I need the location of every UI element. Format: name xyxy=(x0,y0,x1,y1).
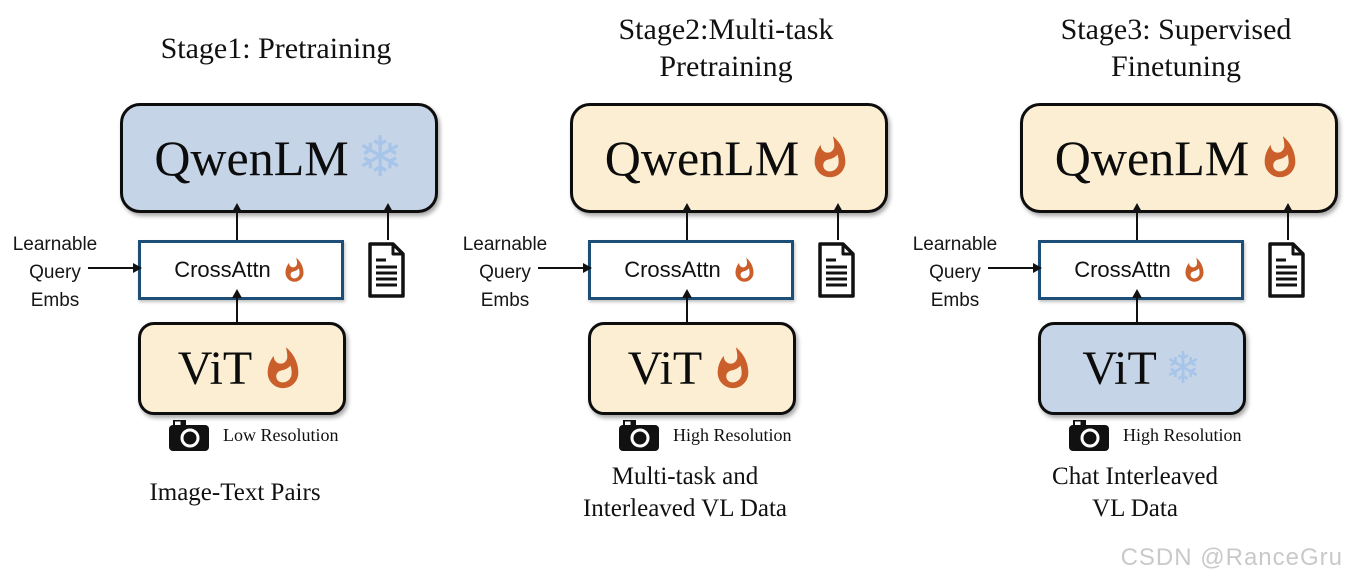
learnable-query-embs-label: Learnable Query Embs xyxy=(12,234,98,311)
vit-label: ViT xyxy=(177,342,253,395)
arrow-query-to-crossattn xyxy=(88,263,142,273)
qwenlm-label: QwenLM xyxy=(154,130,349,186)
vit-box: ViT ❄ xyxy=(588,322,796,415)
stage-title: Stage1: Pretraining xyxy=(96,4,456,92)
snowflake-icon: ❄ xyxy=(1164,342,1202,394)
vit-label: ViT xyxy=(1082,342,1157,395)
camera-icon xyxy=(169,419,209,451)
vit-box: ViT ❄ xyxy=(1038,322,1246,415)
resolution-label: High Resolution xyxy=(1123,424,1242,445)
qwenlm-box: QwenLM ❄ xyxy=(120,103,438,213)
vit-label: ViT xyxy=(627,342,703,395)
stage-title-line: Pretraining xyxy=(659,50,793,83)
stage-column-3: Stage3: Supervised Finetuning QwenLM ❄ C… xyxy=(900,0,1348,583)
arrow-query-to-crossattn xyxy=(538,263,592,273)
arrow-vit-to-crossattn xyxy=(232,289,242,322)
crossattn-box: CrossAttn xyxy=(588,240,794,300)
arrow-vit-to-crossattn xyxy=(1132,289,1142,322)
crossattn-label: CrossAttn xyxy=(1074,257,1171,282)
arrow-crossattn-to-qwenlm xyxy=(1132,203,1142,240)
arrow-text-to-qwenlm xyxy=(383,203,393,240)
camera-row: High Resolution xyxy=(618,416,792,454)
arrow-text-to-qwenlm xyxy=(1283,203,1293,240)
flame-icon xyxy=(1185,257,1204,282)
arrow-query-to-crossattn xyxy=(988,263,1042,273)
stage-title-line: Finetuning xyxy=(1110,50,1241,83)
learnable-query-embs-label: Learnable Query Embs xyxy=(912,234,998,311)
qwenlm-box: QwenLM ❄ xyxy=(1020,103,1338,213)
flame-icon xyxy=(735,257,754,282)
stage-title: Stage2:Multi-task Pretraining xyxy=(546,4,906,92)
flame-icon xyxy=(814,136,846,178)
arrow-crossattn-to-qwenlm xyxy=(232,203,242,240)
flame-icon xyxy=(267,346,299,388)
watermark: CSDN @RanceGru xyxy=(1120,544,1343,571)
camera-row: High Resolution xyxy=(1068,416,1242,454)
qwenlm-box: QwenLM ❄ xyxy=(570,103,888,213)
document-icon xyxy=(1268,242,1305,298)
stage-column-2: Stage2:Multi-task Pretraining QwenLM ❄ C… xyxy=(450,0,900,583)
document-icon xyxy=(368,242,405,298)
flame-icon xyxy=(1264,136,1296,178)
data-caption: Chat Interleaved VL Data xyxy=(1052,463,1218,522)
qwenlm-label: QwenLM xyxy=(1054,130,1250,186)
camera-row: Low Resolution xyxy=(168,416,339,454)
data-caption: Image-Text Pairs xyxy=(149,479,321,506)
flame-icon xyxy=(717,346,749,388)
crossattn-label: CrossAttn xyxy=(624,257,721,282)
document-icon xyxy=(818,242,855,298)
stage-title: Stage3: Supervised Finetuning xyxy=(996,4,1348,92)
data-caption: Multi-task and Interleaved VL Data xyxy=(582,463,788,522)
qwenlm-label: QwenLM xyxy=(604,130,800,186)
arrow-vit-to-crossattn xyxy=(682,289,692,322)
learnable-query-embs-label: Learnable Query Embs xyxy=(462,234,548,311)
resolution-label: High Resolution xyxy=(673,424,792,445)
arrow-text-to-qwenlm xyxy=(833,203,843,240)
stage-title-line: Stage3: Supervised xyxy=(1060,13,1292,46)
vit-box: ViT ❄ xyxy=(138,322,346,415)
stage-title-line: Stage2:Multi-task xyxy=(618,13,834,46)
flame-icon xyxy=(285,257,304,282)
arrow-crossattn-to-qwenlm xyxy=(682,203,692,240)
camera-icon xyxy=(1069,419,1109,451)
crossattn-label: CrossAttn xyxy=(174,257,271,282)
snowflake-icon: ❄ xyxy=(356,125,404,190)
resolution-label: Low Resolution xyxy=(223,424,339,445)
stage-column-1: Stage1: Pretraining QwenLM ❄ CrossAttn L… xyxy=(0,0,450,583)
camera-icon xyxy=(619,419,659,451)
crossattn-box: CrossAttn xyxy=(1038,240,1244,300)
stage-title-line: Stage1: Pretraining xyxy=(160,31,392,65)
